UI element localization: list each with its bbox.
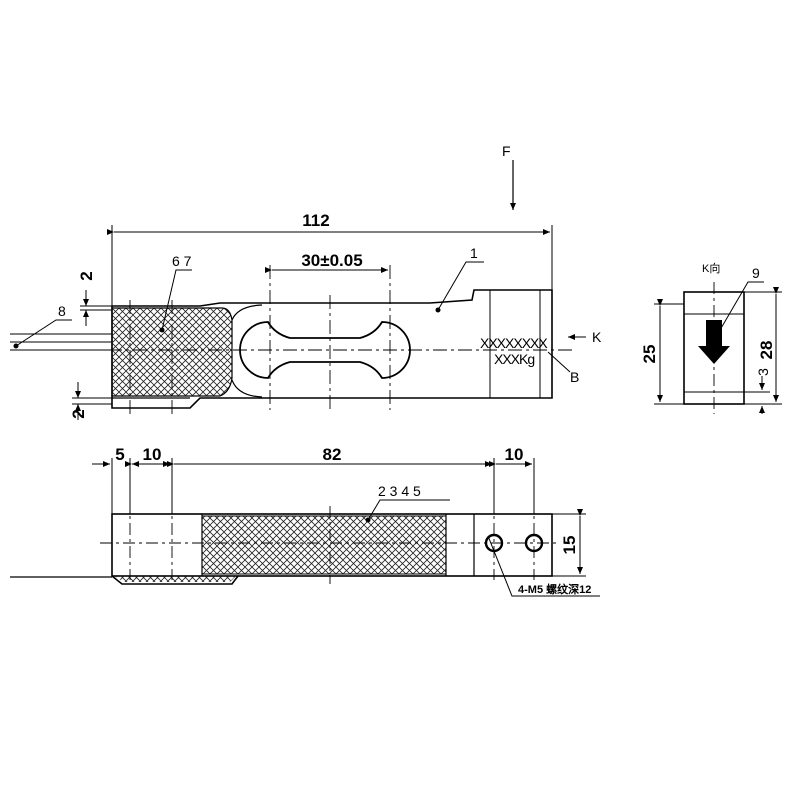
dim-5-label: 5 — [115, 445, 124, 464]
leader-9 — [719, 281, 764, 331]
ref-1-label: 1 — [470, 245, 478, 261]
dim-2-bottom-label: 2 — [69, 409, 88, 418]
leader-B — [547, 351, 571, 373]
dim-2-bottom — [72, 382, 112, 420]
dim-25 — [654, 299, 684, 405]
dim-82-label: 82 — [323, 445, 342, 464]
dim-15 — [552, 509, 586, 577]
ref-9-label: 9 — [752, 265, 760, 281]
top-hatch-bottom — [114, 576, 236, 582]
dim-10-left-label: 10 — [143, 445, 162, 464]
force-label: F — [502, 143, 511, 159]
dim-28-label: 28 — [757, 341, 776, 360]
ref-8-label: 8 — [58, 303, 66, 319]
k-view-label: K向 — [702, 261, 720, 275]
body-outline — [111, 289, 553, 409]
marking-line2: XXXKg — [494, 351, 534, 367]
leader-2-5 — [365, 499, 450, 523]
dim-30-label: 30±0.05 — [301, 251, 362, 270]
marking-line1: XXXXXXXX — [480, 335, 548, 351]
dim-25-label: 25 — [640, 345, 659, 364]
cable — [10, 333, 112, 351]
top-hatch — [201, 515, 447, 575]
dim-top-chain — [92, 458, 535, 514]
thread-note: 4-M5 螺纹深12 — [518, 582, 591, 596]
center-bore — [239, 321, 411, 379]
leader-thread — [487, 535, 600, 597]
k-arrow-label: K — [592, 329, 602, 345]
top-centerlines — [100, 500, 560, 584]
leader-6-7 — [159, 269, 192, 333]
dim-3 — [744, 376, 770, 414]
ref-6-7-label: 6 7 — [172, 253, 192, 269]
top-view — [111, 513, 553, 585]
dim-28 — [744, 287, 782, 405]
dim-112-label: 112 — [302, 211, 329, 230]
front-centerlines — [108, 265, 572, 415]
ref-2-5-label: 2 3 4 5 — [378, 483, 421, 499]
dim-15-label: 15 — [560, 536, 579, 555]
leader-8 — [13, 319, 72, 349]
dim-112 — [107, 225, 553, 306]
dim-2-top-label: 2 — [77, 271, 96, 280]
dim-10-right-label: 10 — [505, 445, 524, 464]
leader-1 — [435, 261, 484, 313]
side-arrow-icon — [698, 320, 730, 364]
dim-3-label: 3 — [755, 368, 771, 376]
dim-2-top — [80, 290, 112, 326]
ref-B-label: B — [570, 369, 579, 385]
